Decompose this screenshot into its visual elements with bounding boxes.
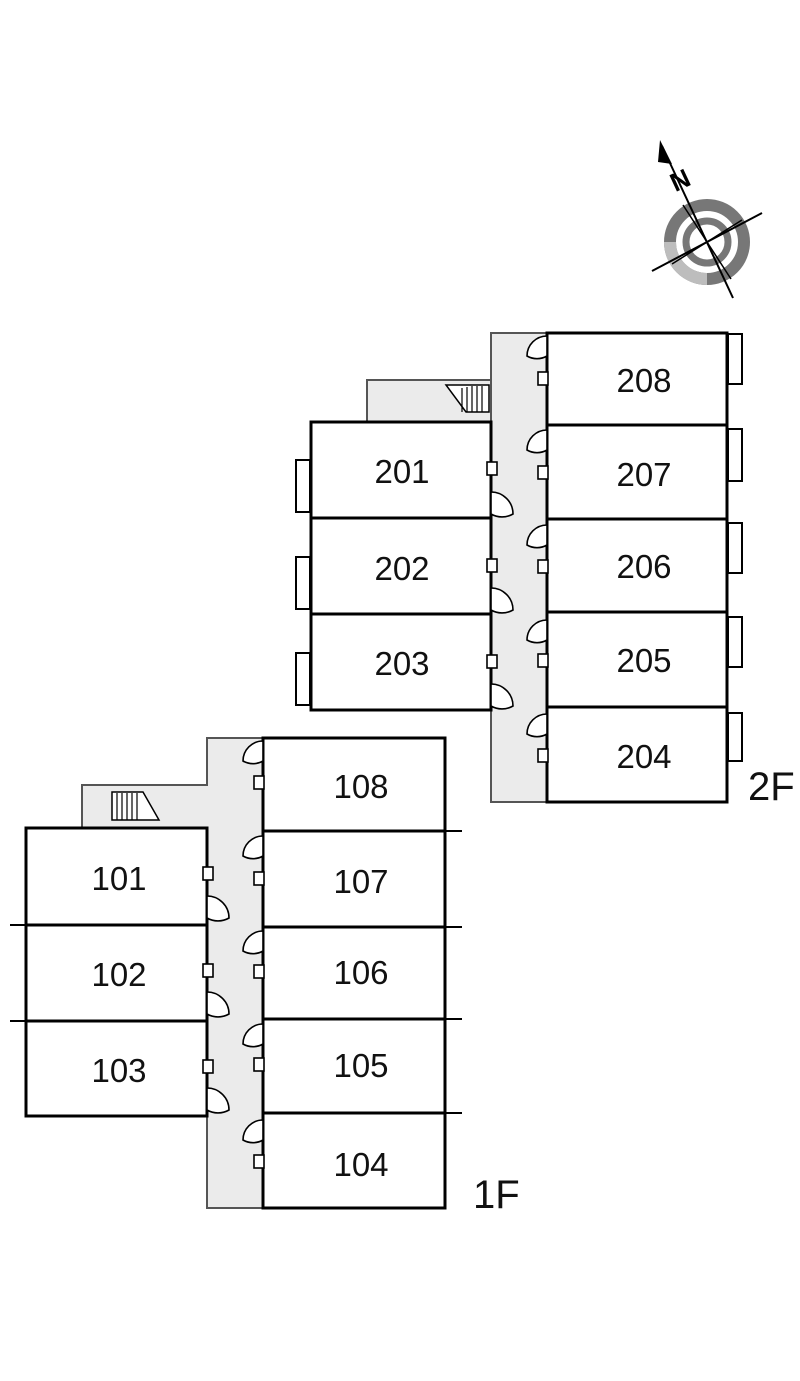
unit-label-203: 203	[374, 645, 429, 682]
unit-102	[24, 923, 209, 1023]
stair-icon	[111, 791, 161, 821]
unit-207	[545, 423, 729, 521]
unit-203	[309, 612, 493, 712]
unit-204	[545, 705, 729, 804]
unit-101	[24, 826, 209, 927]
door-icon	[486, 461, 514, 710]
unit-label-204: 204	[616, 738, 671, 775]
wall-mark	[10, 830, 462, 1114]
unit-label-104: 104	[333, 1146, 388, 1183]
unit-label-107: 107	[333, 863, 388, 900]
unit-label-202: 202	[374, 550, 429, 587]
unit-label-105: 105	[333, 1047, 388, 1084]
unit-104	[261, 1111, 447, 1210]
floor-label-2f: 2F	[748, 765, 795, 809]
unit-label-207: 207	[616, 456, 671, 493]
floor-1f: 101 102 103 104 105 106 107 108 1F	[10, 736, 520, 1217]
unit-label-205: 205	[616, 642, 671, 679]
window-icon	[727, 333, 743, 762]
stair-icon	[444, 384, 490, 413]
unit-label-106: 106	[333, 954, 388, 991]
compass-north-label: N	[665, 163, 695, 198]
unit-label-101: 101	[91, 860, 146, 897]
floor-2f: 201 202 203 204 205 206 207 208 2F	[295, 331, 795, 809]
unit-label-108: 108	[333, 768, 388, 805]
floor-label-1f: 1F	[473, 1173, 520, 1217]
unit-208	[545, 331, 729, 427]
door-icon	[526, 335, 549, 763]
unit-108	[261, 736, 447, 833]
unit-label-201: 201	[374, 453, 429, 490]
window-icon	[295, 459, 311, 706]
compass-rose-icon	[651, 140, 763, 299]
unit-label-103: 103	[91, 1052, 146, 1089]
unit-label-206: 206	[616, 548, 671, 585]
unit-106	[261, 925, 447, 1021]
door-icon	[202, 866, 230, 1114]
unit-label-102: 102	[91, 956, 146, 993]
unit-label-208: 208	[616, 362, 671, 399]
door-icon	[242, 740, 265, 1169]
